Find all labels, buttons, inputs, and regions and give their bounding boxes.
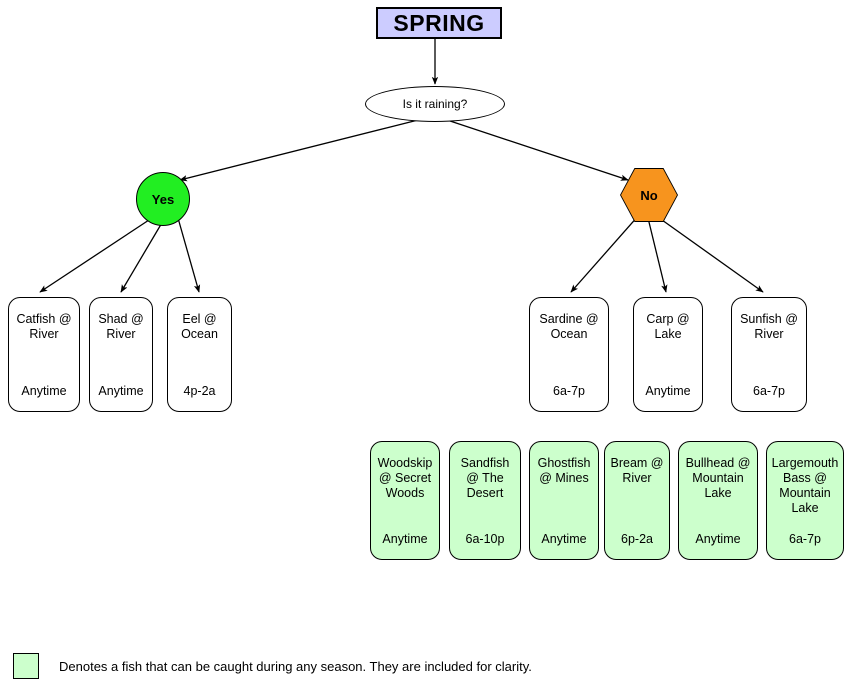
fish-node-carp: Carp @ Lake Anytime xyxy=(633,297,703,412)
edge-no-to-sardine xyxy=(570,214,640,293)
branch-node-yes: Yes xyxy=(136,172,190,226)
fish-name: Eel @ Ocean xyxy=(181,312,218,341)
legend-swatch-any-season xyxy=(13,653,39,679)
season-title-label: SPRING xyxy=(393,9,485,36)
fish-time: 6a-7p xyxy=(753,384,785,398)
fish-time: 6a-10p xyxy=(465,532,505,546)
fish-time: 6a-7p xyxy=(789,532,821,546)
fish-node-eel: Eel @ Ocean 4p-2a xyxy=(167,297,232,412)
fish-name: Ghostfish @ Mines xyxy=(537,456,591,485)
branch-node-yes-label: Yes xyxy=(151,191,175,207)
fish-name: Sandfish @ The Desert xyxy=(460,456,510,500)
edge-decision-to-yes xyxy=(179,116,431,182)
fish-name: Bullhead @ Mountain Lake xyxy=(685,456,751,500)
fish-node-catfish: Catfish @ River Anytime xyxy=(8,297,80,412)
edge-yes-to-catfish xyxy=(39,217,153,293)
fish-node-largemouth-bass: Largemouth Bass @ Mountain Lake 6a-7p xyxy=(766,441,844,560)
fish-time: Anytime xyxy=(382,532,428,546)
decision-node-label: Is it raining? xyxy=(402,97,468,111)
fish-time: 6a-7p xyxy=(553,384,585,398)
fish-time: 6p-2a xyxy=(621,532,653,546)
fish-node-sunfish: Sunfish @ River 6a-7p xyxy=(731,297,807,412)
fish-time: Anytime xyxy=(541,532,587,546)
fish-node-woodskip: Woodskip @ Secret Woods Anytime xyxy=(370,441,440,560)
edge-yes-to-shad xyxy=(120,220,164,293)
fish-name: Largemouth Bass @ Mountain Lake xyxy=(771,456,839,515)
edge-decision-to-no xyxy=(437,116,629,181)
edge-no-to-carp xyxy=(647,217,668,293)
legend: Denotes a fish that can be caught during… xyxy=(13,653,532,679)
branch-node-no-label: No xyxy=(640,187,658,203)
fish-name: Woodskip @ Secret Woods xyxy=(377,456,433,500)
fish-name: Catfish @ River xyxy=(16,312,72,341)
legend-text: Denotes a fish that can be caught during… xyxy=(59,658,532,674)
fish-node-shad: Shad @ River Anytime xyxy=(89,297,153,412)
fish-time: Anytime xyxy=(98,384,144,398)
fish-name: Shad @ River xyxy=(98,312,144,341)
fish-node-bream: Bream @ River 6p-2a xyxy=(604,441,670,560)
fish-time: 4p-2a xyxy=(183,384,216,398)
fish-time: Anytime xyxy=(21,384,67,398)
fish-node-sandfish: Sandfish @ The Desert 6a-10p xyxy=(449,441,521,560)
fish-name: Carp @ Lake xyxy=(646,312,690,341)
branch-node-no: No xyxy=(621,169,677,221)
fish-time: Anytime xyxy=(645,384,691,398)
fish-name: Sunfish @ River xyxy=(740,312,798,341)
fish-name: Sardine @ Ocean xyxy=(539,312,599,341)
edge-no-to-sunfish xyxy=(654,214,764,293)
edge-yes-to-eel xyxy=(177,217,201,293)
fish-name: Bream @ River xyxy=(610,456,664,485)
decision-node-is-it-raining: Is it raining? xyxy=(365,86,505,122)
fish-time: Anytime xyxy=(695,532,741,546)
fish-node-ghostfish: Ghostfish @ Mines Anytime xyxy=(529,441,599,560)
fish-node-bullhead: Bullhead @ Mountain Lake Anytime xyxy=(678,441,758,560)
fish-node-sardine: Sardine @ Ocean 6a-7p xyxy=(529,297,609,412)
season-title-box: SPRING xyxy=(376,7,502,39)
